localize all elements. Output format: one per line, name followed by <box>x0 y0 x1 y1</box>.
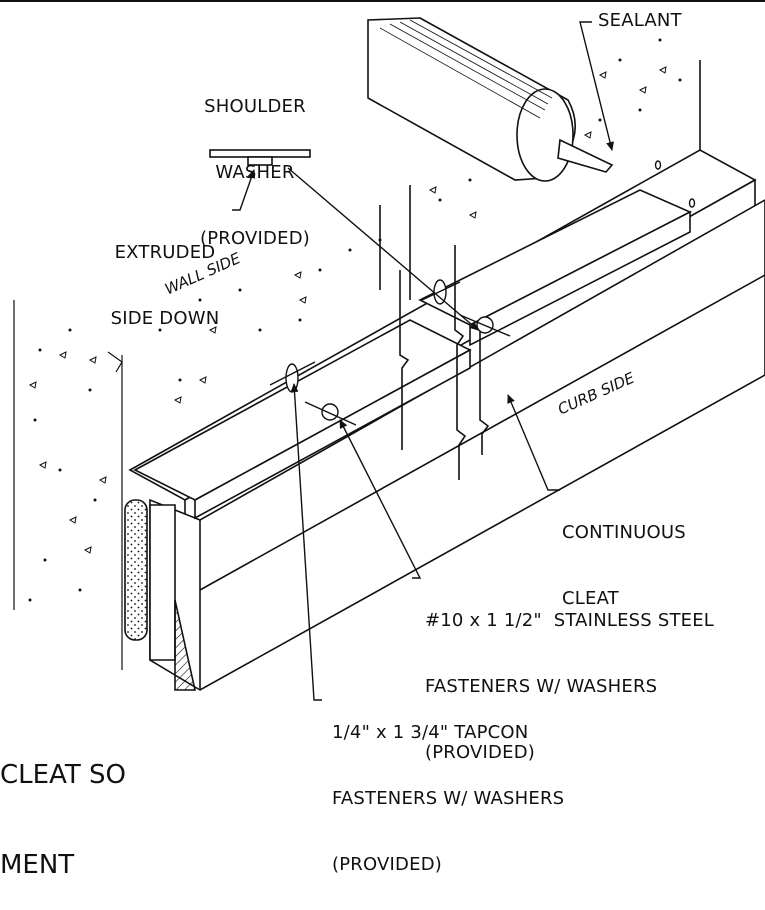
end-profile <box>124 499 196 691</box>
shoulder-washer-line-2: WASHER <box>215 162 295 183</box>
leader-lines <box>232 21 614 701</box>
tapcon-fasteners-line-2: FASTENERS W/ WASHERS <box>332 788 565 809</box>
drawing-canvas <box>0 0 765 701</box>
cutoff-note-line-1: CLEAT SO <box>0 760 126 790</box>
ss-fasteners-label: #10 x 1 1/2" STAINLESS STEEL FASTENERS W… <box>425 566 714 786</box>
shoulder-washer <box>209 149 311 166</box>
detail-drawing: SEALANT SHOULDER WASHER (PROVIDED) EXTRU… <box>0 0 765 880</box>
ss-fasteners-line-1: #10 x 1 1/2" STAINLESS STEEL <box>425 610 715 631</box>
continuous-cleat-label: CONTINUOUS CLEAT <box>562 478 686 632</box>
ss-fasteners-line-2: FASTENERS W/ WASHERS <box>425 676 658 697</box>
sealant-label: SEALANT <box>598 10 682 31</box>
break-lines <box>399 245 490 480</box>
shoulder-washer-label: SHOULDER WASHER (PROVIDED) <box>190 52 320 272</box>
tapcon-fasteners-line-3: (PROVIDED) <box>332 854 442 875</box>
shoulder-washer-line-1: SHOULDER <box>204 96 306 117</box>
extruded-line-2: SIDE DOWN <box>110 308 220 329</box>
tapcon-fasteners-label: 1/4" x 1 3/4" TAPCON FASTENERS W/ WASHER… <box>332 678 564 898</box>
continuous-cleat-line-1: CONTINUOUS <box>562 522 686 543</box>
shoulder-washer-line-3: (PROVIDED) <box>200 228 310 249</box>
cutoff-note-line-2: MENT <box>0 850 75 880</box>
tapcon-fasteners-line-1: 1/4" x 1 3/4" TAPCON <box>332 722 529 743</box>
extruded-line-1: EXTRUDED <box>114 242 216 263</box>
concrete-speckles <box>28 38 682 602</box>
wall-edge <box>379 60 701 300</box>
wall-concrete <box>13 300 123 670</box>
cutoff-note: CLEAT SO MENT <box>0 700 126 910</box>
extruded-label: EXTRUDED SIDE DOWN <box>95 198 235 352</box>
continuous-cleat-line-2: CLEAT <box>562 588 619 609</box>
sealant-gun <box>367 17 614 182</box>
